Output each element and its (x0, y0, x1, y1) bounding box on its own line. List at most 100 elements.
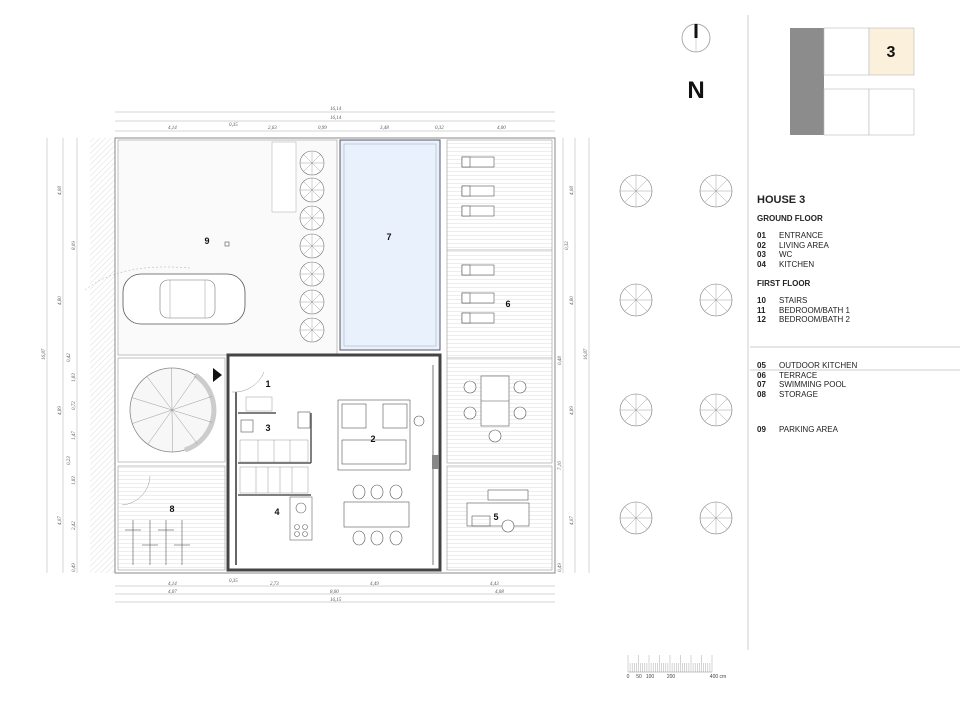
outdoor-dining-table-icon (463, 375, 527, 443)
svg-text:4,80: 4,80 (570, 296, 575, 305)
svg-text:2,73: 2,73 (270, 582, 279, 587)
room-number-7: 7 (386, 232, 391, 242)
svg-text:2,63: 2,63 (268, 126, 277, 131)
svg-text:0,35: 0,35 (229, 579, 238, 584)
svg-text:0,35: 0,35 (229, 123, 238, 128)
tree-icon (299, 261, 325, 287)
tree-icon (619, 174, 653, 208)
dimension-lines (46, 111, 590, 603)
sun-lounger-icon (461, 185, 495, 197)
tree-icon (619, 393, 653, 427)
dimension-labels-right: 16,87 4,08 0,32 4,80 0,48 4,89 7,16 4,07… (558, 186, 589, 572)
svg-text:16,87: 16,87 (584, 348, 589, 360)
svg-text:7,16: 7,16 (558, 461, 563, 470)
room-number-5: 5 (493, 512, 498, 522)
svg-text:4,08: 4,08 (495, 590, 504, 595)
entrance-door-swing (231, 371, 265, 393)
svg-text:2,42: 2,42 (72, 521, 77, 530)
svg-text:4,89: 4,89 (58, 406, 63, 415)
svg-text:1,47: 1,47 (72, 431, 77, 440)
dimension-labels-left: 16,87 4,08 4,80 4,89 4,07 8,09 0,42 1,83… (42, 186, 77, 572)
room-number-4: 4 (274, 507, 279, 517)
svg-text:0,72: 0,72 (72, 401, 77, 410)
key-plan-number: 3 (887, 44, 896, 61)
north-label: N (687, 77, 704, 104)
room-number-6: 6 (505, 299, 510, 309)
svg-text:4,07: 4,07 (570, 516, 575, 525)
sun-loungers-icon (461, 156, 495, 324)
sun-lounger-icon (461, 156, 495, 168)
svg-text:4,07: 4,07 (58, 516, 63, 525)
column-marker (224, 241, 230, 247)
storage (117, 465, 226, 571)
svg-text:4,08: 4,08 (570, 186, 575, 195)
svg-text:4,89: 4,89 (570, 406, 575, 415)
svg-text:8,09: 8,09 (72, 241, 77, 250)
scale-tick-label: 0 (627, 674, 630, 680)
svg-text:1,83: 1,83 (72, 373, 77, 382)
hatched-boundary (90, 138, 115, 573)
sofa-set-icon (337, 399, 425, 471)
svg-text:16,15: 16,15 (330, 598, 342, 603)
svg-text:4,00: 4,00 (497, 126, 506, 131)
svg-text:4,07: 4,07 (168, 590, 177, 595)
outdoor-kitchen-unit-icon (466, 489, 530, 533)
dimension-labels-top: 16,14 16,14 4,14 0,35 2,63 0,99 3,48 0,3… (168, 107, 506, 131)
svg-text:4,14: 4,14 (168, 582, 177, 587)
tree-row-parking (299, 150, 325, 343)
svg-text:0,99: 0,99 (318, 126, 327, 131)
wc-fixtures-icon (240, 411, 311, 433)
svg-text:16,14: 16,14 (330, 107, 342, 112)
svg-text:8,00: 8,00 (330, 590, 339, 595)
tree-icon (299, 150, 325, 176)
svg-text:4,08: 4,08 (58, 186, 63, 195)
scale-tick-label: 200 (667, 674, 676, 680)
scale-tick-label: 100 (646, 674, 655, 680)
tree-icon (619, 501, 653, 535)
tree-grid (619, 174, 733, 535)
north-arrow-icon (681, 23, 711, 53)
sun-lounger-icon (461, 205, 495, 217)
tree-icon (699, 393, 733, 427)
svg-text:4,49: 4,49 (370, 582, 379, 587)
scale-tick-label: 50 (636, 674, 642, 680)
svg-text:0,42: 0,42 (67, 353, 72, 362)
pergola-element (271, 141, 297, 213)
svg-text:0,49: 0,49 (72, 563, 77, 572)
legend-title: HOUSE 3 (757, 194, 806, 206)
tree-icon (299, 177, 325, 203)
room-number-2: 2 (370, 434, 375, 444)
kitchen-counter-icon (289, 496, 313, 541)
sun-lounger-icon (461, 312, 495, 324)
svg-text:0,32: 0,32 (565, 241, 570, 250)
scale-bar: 0 50 100 200 400 cm (627, 655, 726, 680)
room-number-1: 1 (265, 379, 270, 389)
room-number-8: 8 (169, 504, 174, 514)
svg-text:16,14: 16,14 (330, 116, 342, 121)
svg-text:1,83: 1,83 (72, 476, 77, 485)
room-number-9: 9 (204, 236, 209, 246)
tree-icon (299, 233, 325, 259)
svg-text:0,48: 0,48 (558, 356, 563, 365)
bicycles-icon (125, 520, 190, 565)
svg-text:16,87: 16,87 (42, 348, 47, 360)
svg-text:0,32: 0,32 (435, 126, 444, 131)
tree-icon (299, 317, 325, 343)
tree-icon (299, 289, 325, 315)
stairs-icon (239, 396, 309, 494)
driveway-arc (84, 266, 191, 291)
first-floor-heading: FIRST FLOOR (757, 278, 811, 288)
entrance-arrow-icon (213, 368, 222, 382)
key-plan (790, 27, 915, 136)
